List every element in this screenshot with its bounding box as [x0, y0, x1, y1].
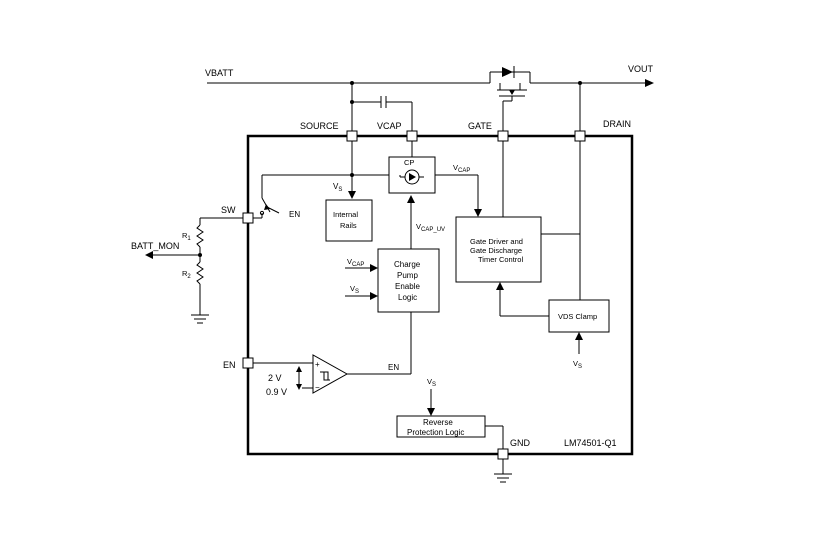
vcap-uv-label: VCAP_UV	[416, 222, 445, 233]
internal-rails-line1: Internal	[333, 210, 358, 219]
vds-clamp-block	[548, 299, 610, 333]
chip-outline	[246, 134, 634, 456]
gnd-pin	[497, 448, 509, 460]
en-pin	[242, 357, 254, 369]
en-pin-label: EN	[223, 360, 236, 370]
vds-clamp-label: VDS Clamp	[558, 312, 597, 321]
sw-pin-label: SW	[221, 205, 236, 215]
cp-label: CP	[404, 158, 414, 167]
vs-input-label: VS	[350, 284, 359, 295]
vcap-signal-label: VCAP	[453, 163, 470, 174]
vcap-input-label: VCAP	[347, 257, 364, 268]
comparator-en-label: EN	[388, 363, 399, 372]
vcap-pin	[406, 130, 418, 142]
mosfet-symbol	[489, 66, 531, 131]
threshold-high-label: 2 V	[268, 373, 282, 383]
gate-driver-line1: Gate Driver and	[470, 237, 523, 246]
capacitor-symbol	[352, 96, 413, 131]
batt-mon-label: BATT_MON	[131, 241, 179, 251]
drain-pin-label: DRAIN	[603, 119, 631, 129]
sw-pin	[242, 212, 254, 224]
gnd-pin-label: GND	[510, 438, 531, 448]
gate-driver-block	[455, 216, 542, 283]
source-pin-label: SOURCE	[300, 121, 339, 131]
part-number-label: LM74501-Q1	[564, 438, 617, 448]
vs-clamp-label: VS	[573, 359, 582, 370]
r1-label: R1	[182, 231, 191, 242]
gate-pin	[497, 130, 509, 142]
ground-symbol-chip	[494, 459, 512, 483]
charge-pump-line1: Charge	[394, 260, 421, 269]
drain-pin	[574, 130, 586, 142]
gate-pin-label: GATE	[468, 121, 492, 131]
gate-driver-line3: Timer Control	[478, 255, 523, 264]
vbatt-label: VBATT	[205, 68, 234, 78]
reverse-protection-line2: Protection Logic	[407, 428, 464, 437]
source-pin	[346, 130, 358, 142]
en-switch-label: EN	[289, 210, 300, 219]
r2-label: R2	[182, 269, 191, 280]
comparator-plus: +	[315, 360, 320, 369]
threshold-low-label: 0.9 V	[266, 387, 287, 397]
charge-pump-line3: Enable	[395, 282, 420, 291]
vcap-pin-label: VCAP	[377, 121, 402, 131]
vs-label: VS	[333, 182, 342, 193]
comparator-minus: −	[315, 383, 320, 392]
ground-symbol-divider	[191, 314, 209, 324]
internal-rails-line2: Rails	[340, 221, 357, 230]
charge-pump-block	[377, 248, 440, 313]
en-comparator	[253, 312, 412, 394]
vbatt-rail	[207, 79, 654, 87]
reverse-protection-line1: Reverse	[423, 418, 453, 427]
en-switch	[253, 197, 280, 219]
resistor-divider	[196, 218, 204, 315]
charge-pump-line2: Pump	[397, 271, 418, 280]
vout-label: VOUT	[628, 64, 654, 74]
charge-pump-line4: Logic	[398, 293, 417, 302]
vs-bottom-label: VS	[427, 377, 436, 388]
gate-driver-line2: Gate Discharge	[470, 246, 522, 255]
internal-rails-block	[325, 199, 373, 242]
